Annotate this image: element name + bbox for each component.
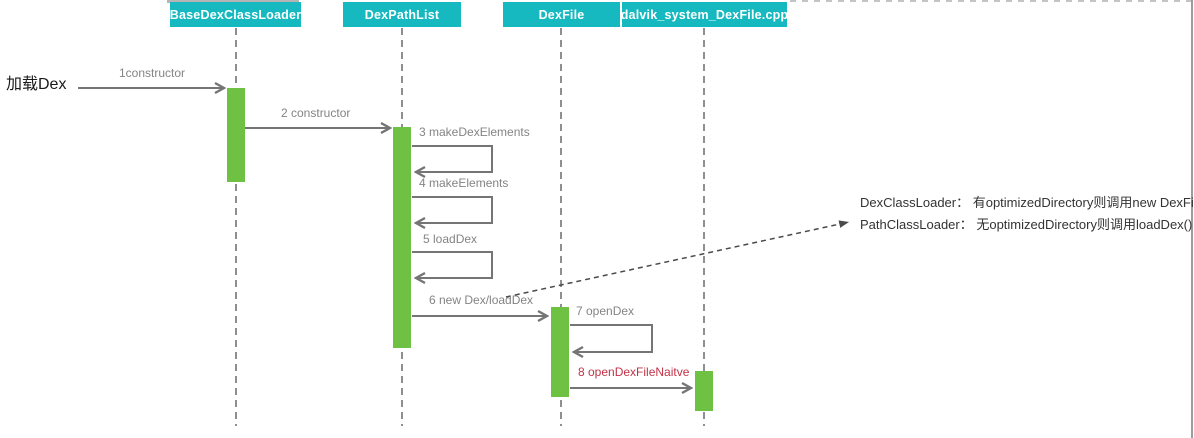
canvas-right-border xyxy=(1191,0,1193,438)
arrow-msg-4-makeelements-selfloop xyxy=(412,196,493,223)
note-pointer-dashed-arrow xyxy=(505,220,850,298)
message-label-1: 1constructor xyxy=(118,66,186,80)
message-label-5: 5 loadDex xyxy=(423,232,478,246)
message-label-3: 3 makeDexElements xyxy=(419,125,530,139)
arrow-msg-7-opendex-selfloop xyxy=(570,324,653,352)
activation-bar-dalvik-system-dexfile-cpp xyxy=(695,371,713,411)
actor-label: DexFile xyxy=(538,7,585,22)
activation-bar-dex-file xyxy=(551,307,569,397)
message-label-4: 4 makeElements xyxy=(419,176,509,190)
note-line-2: PathClassLoader： 无optimizedDirectory则调用l… xyxy=(860,217,1193,232)
actor-header-dex-path-list: DexPathList xyxy=(343,2,461,27)
actor-label: dalvik_system_DexFile.cpp xyxy=(620,7,789,22)
message-label-8: 8 openDexFileNaitve xyxy=(578,365,690,379)
arrow-msg-5-loaddex-selfloop xyxy=(412,251,493,278)
note-line-1: DexClassLoader： 有optimizedDirectory则调用ne… xyxy=(860,195,1194,210)
message-label-6: 6 new Dex/loadDex xyxy=(429,293,534,307)
arrow-msg-3-makedexelements-selfloop xyxy=(412,145,493,172)
actor-label: DexPathList xyxy=(364,7,440,22)
actor-header-dex-file: DexFile xyxy=(503,2,620,27)
clipped-shape-artifact xyxy=(167,0,299,3)
annotation-note: DexClassLoader： 有optimizedDirectory则调用ne… xyxy=(860,192,1194,236)
activation-bar-base-dex-class-loader xyxy=(227,88,245,182)
message-label-2: 2 constructor xyxy=(281,106,351,120)
actor-header-base-dex-class-loader: BaseDexClassLoader xyxy=(170,2,301,27)
activation-bar-dex-path-list xyxy=(393,127,411,348)
actor-label: BaseDexClassLoader xyxy=(169,7,302,22)
actor-header-dalvik-system-dexfile-cpp: dalvik_system_DexFile.cpp xyxy=(620,2,789,27)
external-trigger-label: 加载Dex xyxy=(6,76,67,93)
canvas-top-dashed-border xyxy=(790,0,1191,2)
message-label-7: 7 openDex xyxy=(576,304,635,318)
